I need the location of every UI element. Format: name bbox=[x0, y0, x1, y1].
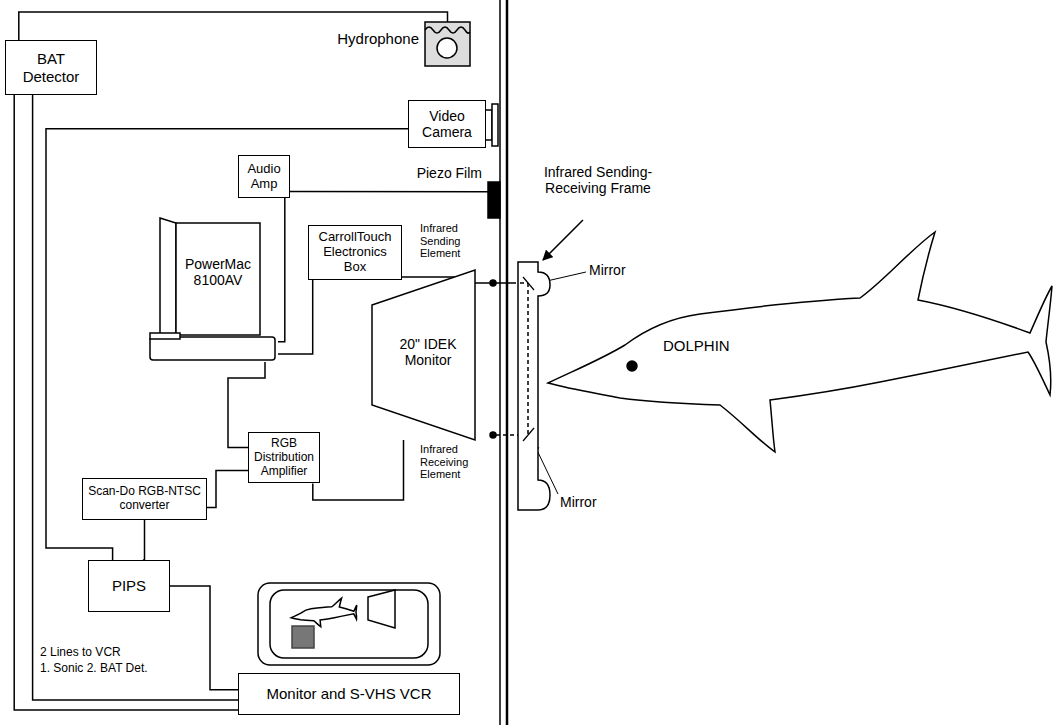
device-box: Monitor and S-VHS VCR bbox=[238, 673, 460, 715]
signal-cable bbox=[14, 95, 238, 710]
part-label: 1. Sonic 2. BAT Det. bbox=[40, 662, 205, 676]
node-label: RGB Distribution Amplifier bbox=[253, 437, 315, 478]
node-label: Infrared Sending-Receiving Frame bbox=[542, 164, 654, 196]
signal-cable bbox=[46, 129, 408, 560]
signal-cable bbox=[33, 95, 238, 700]
drawing-stroke bbox=[258, 0, 586, 725]
signal-cable bbox=[143, 520, 145, 560]
inset-touchscreen bbox=[368, 590, 395, 628]
signal-cable bbox=[290, 191, 488, 193]
node-label: CarrollTouch Electronics Box bbox=[313, 230, 397, 275]
node-label: DOLPHIN bbox=[663, 337, 730, 354]
device-box: PIPS bbox=[88, 560, 170, 612]
device-box: Audio Amp bbox=[238, 155, 290, 198]
drawing-stroke bbox=[548, 232, 1052, 452]
drawing-stroke bbox=[425, 22, 470, 66]
piezo-film-outline bbox=[488, 182, 500, 218]
hydrophone: Hydrophone bbox=[425, 22, 470, 66]
drawing-stroke bbox=[160, 218, 176, 340]
part-label: Infrared Receiving Element bbox=[420, 443, 490, 481]
device-box: Video Camera bbox=[408, 100, 486, 148]
drawing-stroke bbox=[425, 22, 470, 66]
drawing-stroke bbox=[150, 333, 180, 339]
node-label: Monitor and S-VHS VCR bbox=[266, 685, 431, 702]
drawing-stroke bbox=[425, 27, 470, 33]
node-label: PIPS bbox=[112, 577, 146, 594]
drawing-stroke bbox=[520, 282, 528, 284]
drawing-stroke bbox=[527, 283, 529, 435]
touch-monitor: 20" IDEK Monitor bbox=[372, 270, 477, 440]
drawing-stroke bbox=[437, 38, 457, 58]
node-label: Hydrophone bbox=[337, 30, 419, 47]
computer-outline bbox=[148, 218, 278, 362]
drawing-stroke bbox=[523, 428, 534, 441]
node-label: PowerMac 8100AV bbox=[178, 256, 258, 288]
signal-cable bbox=[170, 586, 238, 690]
hydrophone-outline bbox=[425, 22, 470, 66]
drawing-stroke bbox=[372, 270, 475, 440]
infrared-element-dot bbox=[490, 432, 496, 438]
device-box: RGB Distribution Amplifier bbox=[248, 432, 320, 483]
signal-cable bbox=[278, 198, 285, 342]
drawing-stroke bbox=[523, 277, 534, 290]
node-label: Scan-Do RGB-NTSC converter bbox=[87, 485, 202, 513]
drawing-stroke bbox=[518, 262, 550, 510]
piezo-film: Piezo Film bbox=[488, 182, 500, 218]
drawing-stroke bbox=[150, 218, 275, 360]
inset-dolphin bbox=[291, 598, 357, 627]
inset-monitor bbox=[258, 583, 440, 665]
drawing-stroke bbox=[488, 182, 500, 218]
signal-cable bbox=[278, 280, 313, 354]
device-box: Scan-Do RGB-NTSC converter bbox=[82, 478, 207, 520]
node-label: Video Camera bbox=[413, 108, 481, 140]
node-label: Piezo Film bbox=[417, 165, 482, 181]
leader-line bbox=[543, 220, 583, 260]
tank-wall bbox=[499, 0, 501, 725]
part-label: 2 Lines to VCR bbox=[40, 646, 205, 660]
node-label: BAT Detector bbox=[10, 50, 92, 85]
device-box: CarrollTouch Electronics Box bbox=[308, 225, 402, 280]
node-label: Audio Amp bbox=[243, 162, 285, 192]
drawing-stroke bbox=[176, 223, 260, 335]
drawing-stroke bbox=[150, 337, 275, 360]
drawing-stroke bbox=[488, 182, 500, 218]
signal-cable bbox=[313, 440, 404, 500]
computer: PowerMac 8100AV bbox=[148, 218, 278, 362]
infrared-frame: Infrared Sending-Receiving Frame bbox=[516, 262, 540, 512]
drawing-stroke bbox=[518, 262, 550, 510]
device-box: BAT Detector bbox=[5, 40, 97, 95]
camera-lens bbox=[492, 104, 498, 146]
drawing-stroke bbox=[372, 270, 475, 440]
tank-wall bbox=[506, 0, 509, 725]
part-label: Infrared Sending Element bbox=[420, 222, 486, 260]
drawing-stroke bbox=[627, 361, 637, 371]
part-label: Mirror bbox=[589, 262, 649, 278]
drawing-stroke bbox=[548, 232, 1052, 452]
node-label: 20" IDEK Monitor bbox=[384, 336, 472, 368]
infrared-frame-outline bbox=[516, 262, 540, 512]
inset-screen bbox=[270, 590, 428, 658]
signal-cable bbox=[207, 471, 248, 508]
part-label: Mirror bbox=[560, 494, 620, 510]
inset-pip-window bbox=[292, 626, 314, 648]
